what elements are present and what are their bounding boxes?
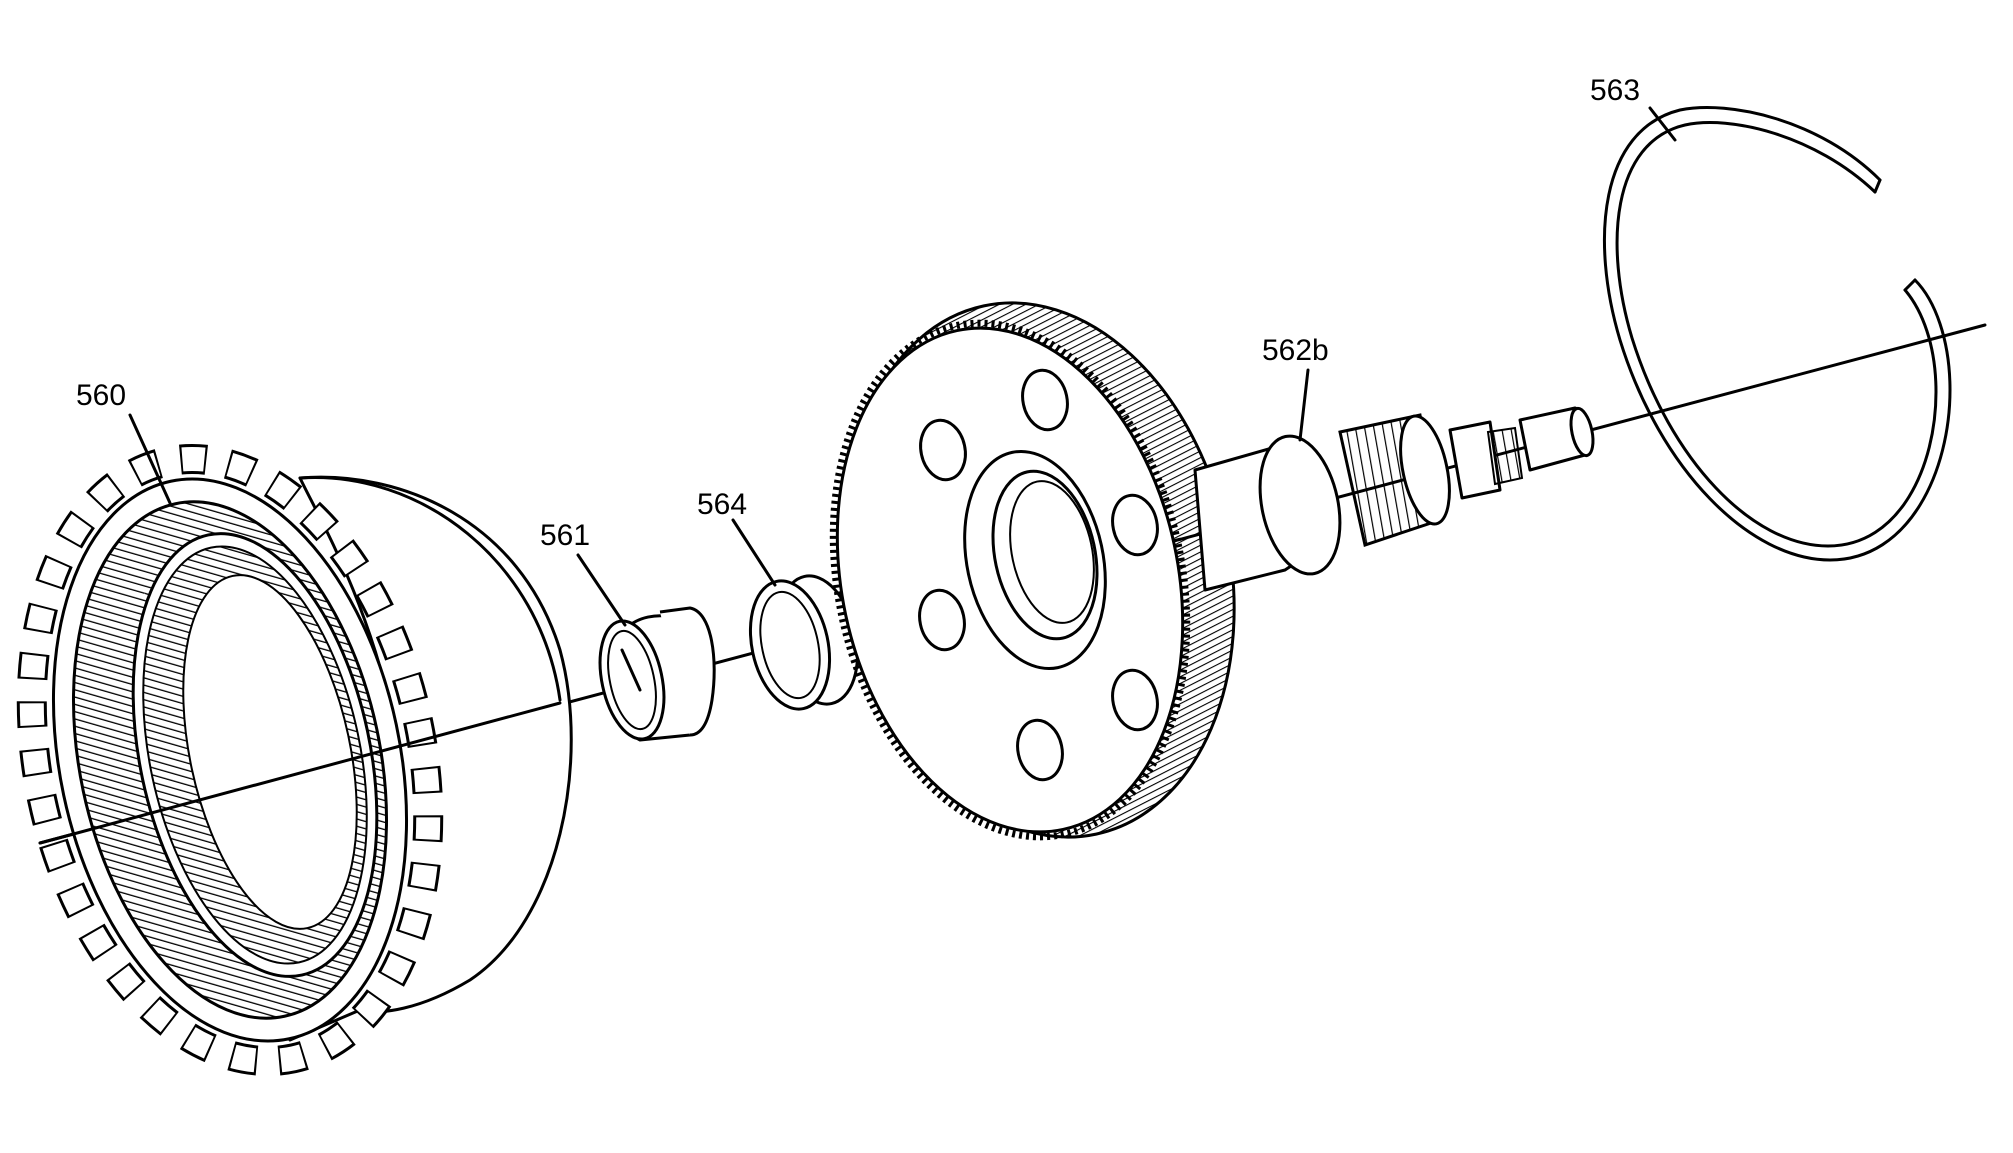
part-560-ring-gear [16,444,573,1076]
callout-564: 564 [697,488,747,521]
part-562b-gear-shaft [829,301,1595,841]
leader-562b [1298,368,1310,442]
part-561-bushing [598,606,716,742]
callout-562b: 562b [1262,334,1329,367]
leader-563 [1648,106,1677,142]
callout-560: 560 [76,379,126,412]
callout-561: 561 [540,519,590,552]
callout-563: 563 [1590,74,1640,107]
leader-564 [731,518,777,587]
part-563-snap-ring [1602,106,1952,562]
leader-561 [576,553,627,627]
leader-560 [128,413,172,505]
